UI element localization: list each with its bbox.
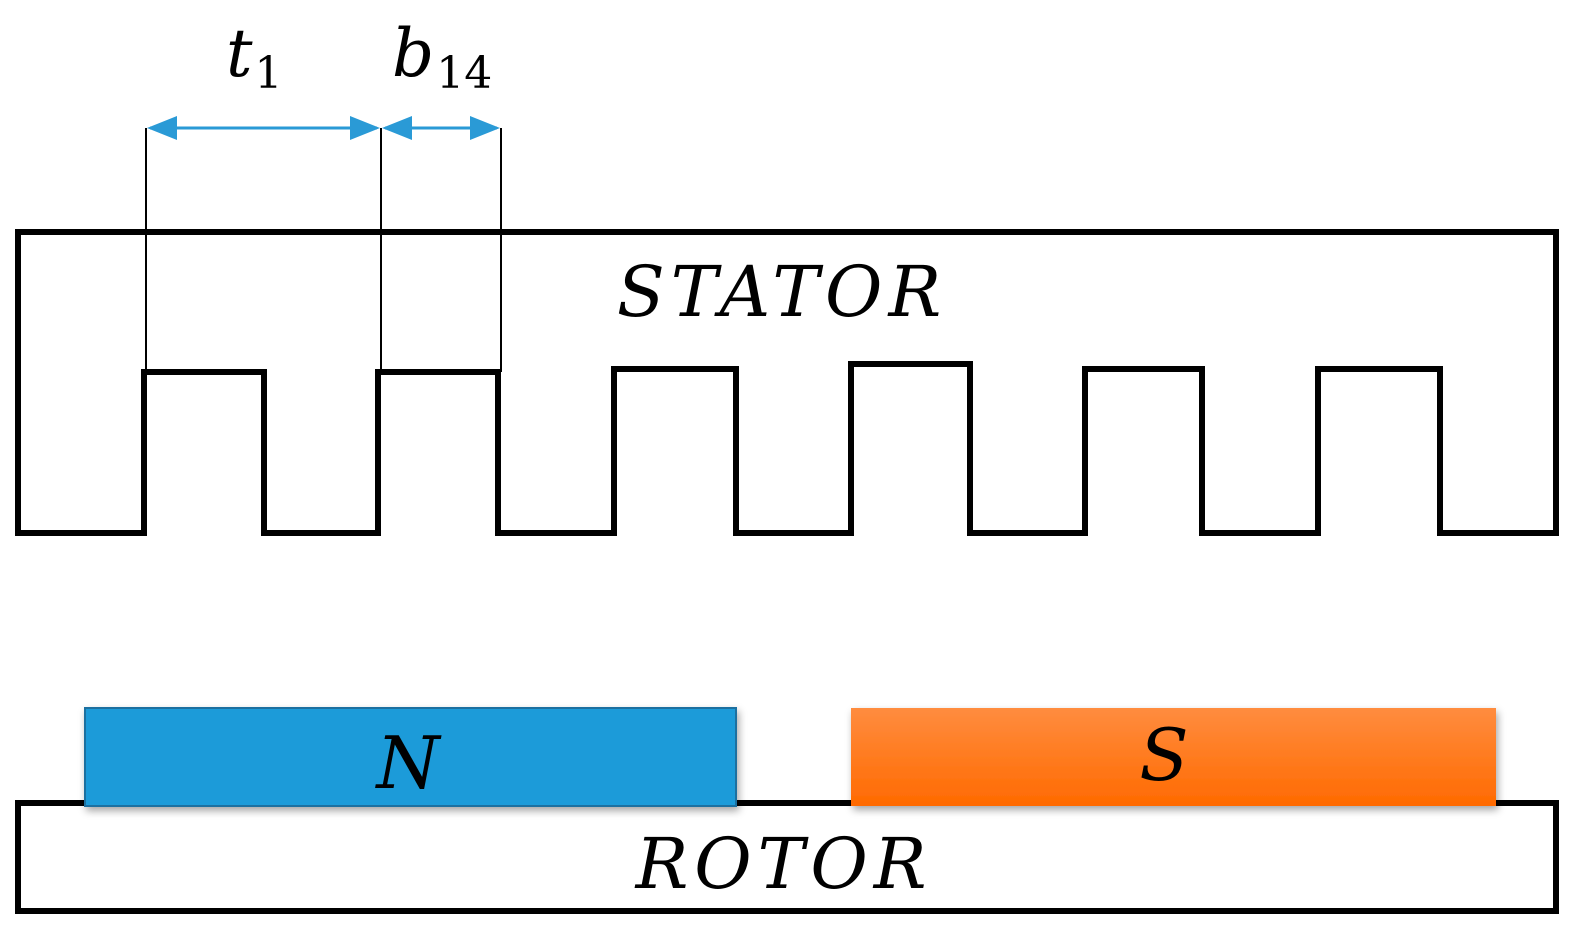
t1-dimension-label: t1	[226, 15, 283, 99]
stator-label: STATOR	[617, 251, 947, 333]
dimension-extension-lines	[145, 128, 502, 372]
stator-outline	[15, 229, 1559, 536]
rotor-label: ROTOR	[634, 823, 933, 905]
south-magnet-body	[851, 708, 1496, 806]
south-magnet	[851, 708, 1496, 806]
b14-base: b	[392, 15, 434, 92]
north-magnet-body	[84, 707, 737, 807]
b14-subscript: 14	[436, 48, 492, 99]
north-magnet	[84, 707, 737, 807]
south-magnet-label: S	[1139, 713, 1188, 797]
t1-base: t	[226, 15, 253, 92]
rotor-body	[15, 800, 1559, 914]
north-magnet-label: N	[375, 721, 443, 805]
t1-subscript: 1	[255, 48, 283, 99]
b14-dimension-label: b14	[392, 15, 492, 99]
